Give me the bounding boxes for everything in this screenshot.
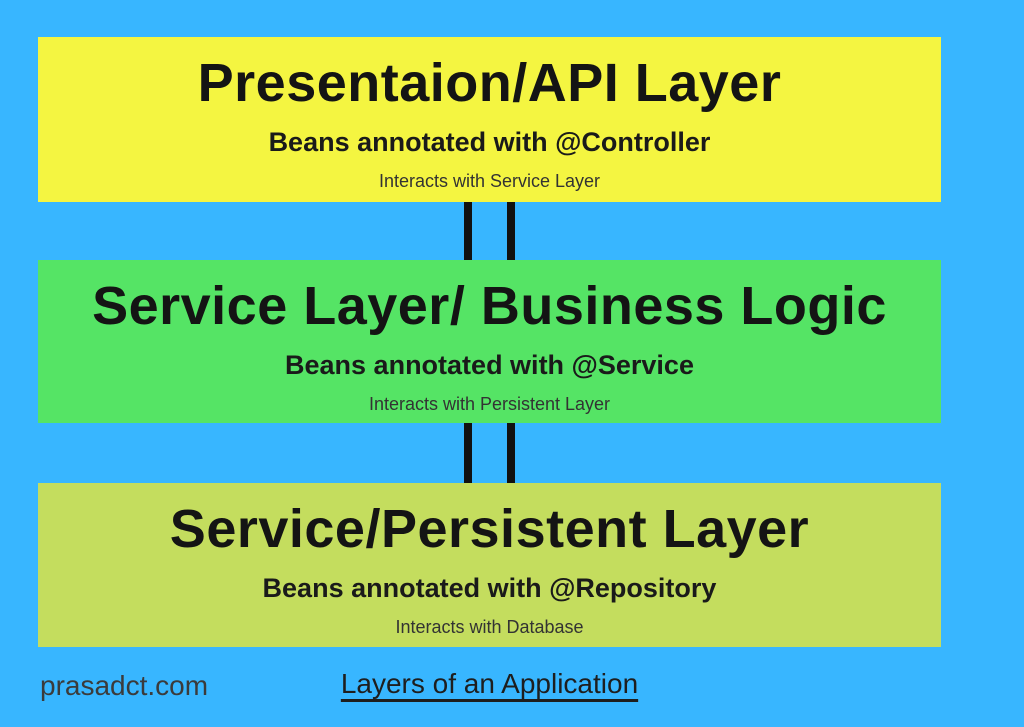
footer: prasadct.com Layers of an Application xyxy=(38,668,941,708)
layer-note: Interacts with Service Layer xyxy=(378,170,601,191)
layer-presentation-api: Presentaion/API Layer Beans annotated wi… xyxy=(38,37,941,202)
layer-stack: Presentaion/API Layer Beans annotated wi… xyxy=(38,37,941,647)
layer-service-persistent: Service/Persistent Layer Beans annotated… xyxy=(38,483,941,647)
connector-line xyxy=(507,423,515,483)
connector-line xyxy=(507,202,515,260)
layer-title: Presentaion/API Layer xyxy=(197,53,782,113)
layer-subtitle: Beans annotated with @Repository xyxy=(262,573,717,604)
layer-service-business: Service Layer/ Business Logic Beans anno… xyxy=(38,260,941,423)
layer-title: Service/Persistent Layer xyxy=(169,499,810,559)
site-credit: prasadct.com xyxy=(40,670,209,701)
layer-note: Interacts with Persistent Layer xyxy=(368,393,611,414)
layer-title: Service Layer/ Business Logic xyxy=(92,276,887,336)
layer-note: Interacts with Database xyxy=(395,616,584,637)
layer-subtitle: Beans annotated with @Controller xyxy=(268,127,711,158)
connector-line xyxy=(464,202,472,260)
connector-service-to-persistent xyxy=(38,423,941,483)
layer-subtitle: Beans annotated with @Service xyxy=(285,350,694,381)
connector-presentation-to-service xyxy=(38,202,941,260)
connector-line xyxy=(464,423,472,483)
diagram-title: Layers of an Application xyxy=(340,668,639,699)
